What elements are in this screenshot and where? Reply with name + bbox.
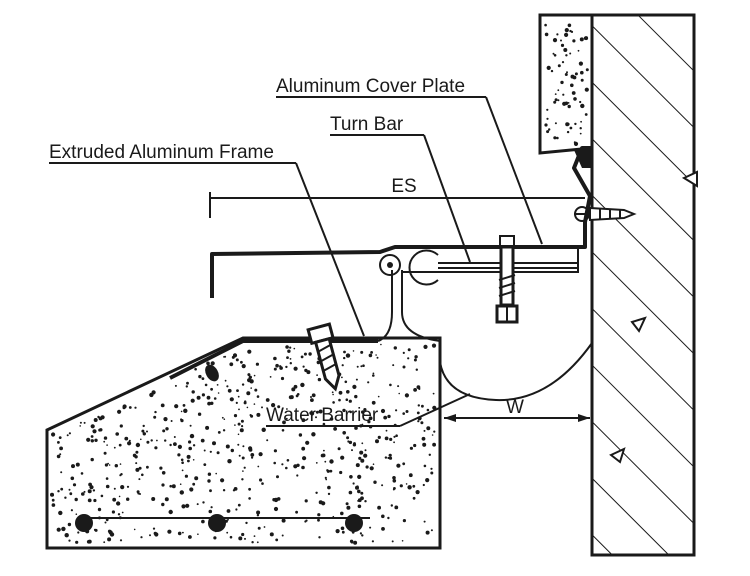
turn-bar bbox=[408, 249, 578, 286]
callout-turn-bar: Turn Bar bbox=[330, 114, 471, 263]
aluminum-cover-plate bbox=[210, 146, 592, 298]
water-barrier-label: Water Barrier bbox=[266, 405, 379, 426]
upper-concrete-block bbox=[538, 13, 594, 155]
wall-screw bbox=[574, 206, 637, 222]
rebar-2 bbox=[208, 514, 226, 532]
turn-bar-bolt bbox=[495, 235, 519, 324]
extruded-aluminum-frame-label: Extruded Aluminum Frame bbox=[49, 142, 274, 163]
es-dimension: ES bbox=[209, 176, 585, 218]
rebar-3 bbox=[345, 514, 363, 532]
callout-water-barrier: Water Barrier bbox=[266, 393, 471, 427]
es-label: ES bbox=[391, 176, 416, 197]
anchor-hole bbox=[205, 364, 219, 382]
callout-extruded-aluminum-frame: Extruded Aluminum Frame bbox=[49, 142, 365, 337]
w-label: W bbox=[506, 397, 524, 418]
aluminum-cover-plate-label: Aluminum Cover Plate bbox=[276, 76, 465, 97]
extruded-aluminum-frame bbox=[169, 254, 441, 380]
turn-bar-label: Turn Bar bbox=[330, 114, 404, 135]
callout-aluminum-cover-plate: Aluminum Cover Plate bbox=[276, 76, 543, 245]
right-wall bbox=[590, 13, 698, 557]
w-dimension: W bbox=[444, 397, 590, 422]
frame-anchor-screw bbox=[306, 322, 341, 392]
rebar-1 bbox=[75, 514, 93, 532]
water-barrier bbox=[439, 342, 593, 402]
concrete-slab bbox=[45, 336, 442, 550]
